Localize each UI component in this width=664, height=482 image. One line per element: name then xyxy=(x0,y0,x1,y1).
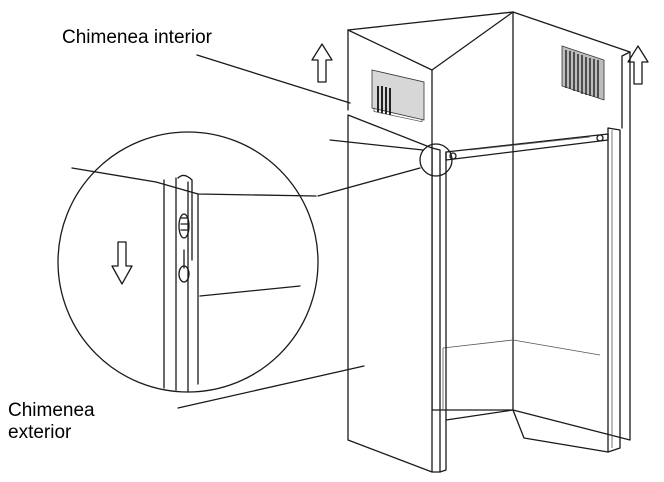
leader-line-outer xyxy=(177,365,365,409)
label-outer-chimney-line1: Chimenea xyxy=(8,400,95,421)
label-outer-chimney-line2: exterior xyxy=(8,422,72,443)
leader-line-inner xyxy=(196,54,351,104)
detail-circle xyxy=(57,131,453,393)
outer-chimney xyxy=(347,114,621,473)
arrow-up-icon xyxy=(311,43,333,83)
label-outer-chimney: Chimenea exterior xyxy=(8,400,95,444)
label-inner-chimney: Chimenea interior xyxy=(62,27,212,48)
vent-grille-right xyxy=(561,45,605,101)
vent-grille-left xyxy=(371,69,425,121)
support-bracket xyxy=(445,133,609,161)
arrow-down-icon xyxy=(111,241,133,285)
arrow-up-icon xyxy=(627,45,649,85)
